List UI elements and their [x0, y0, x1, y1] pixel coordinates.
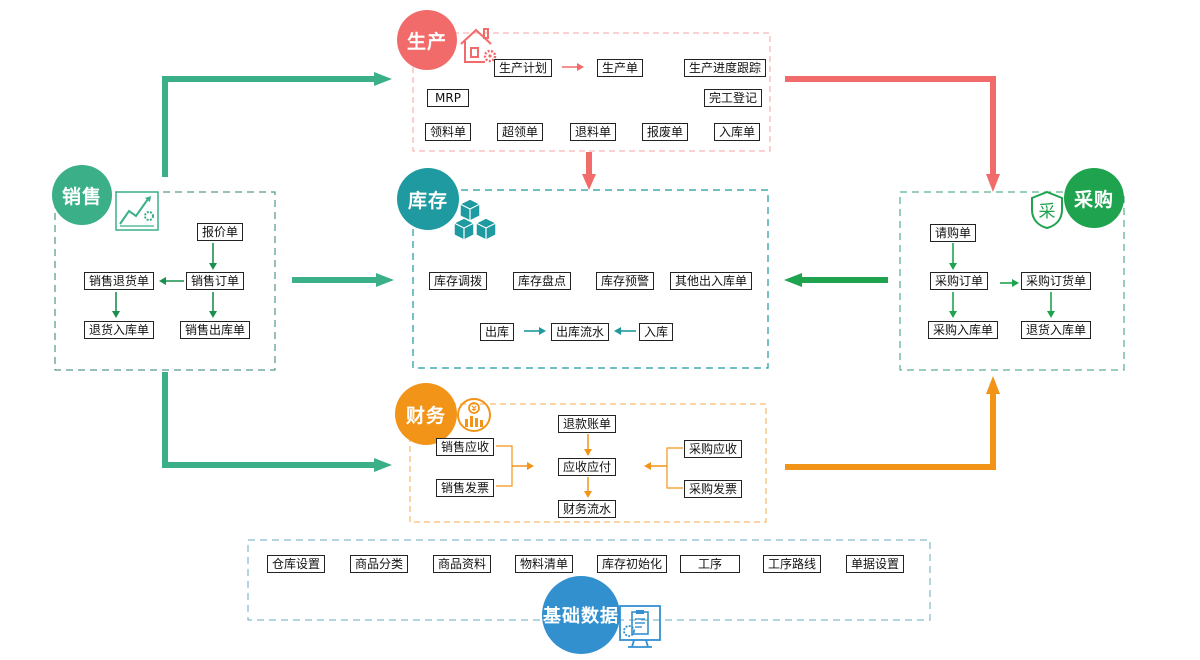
purchase-title-circle: 采购 — [1064, 168, 1124, 228]
sales-return-box[interactable]: 销售退货单 — [84, 272, 155, 290]
purchase-inbound-box[interactable]: 采购入库单 — [928, 321, 999, 339]
product-category-box[interactable]: 商品分类 — [350, 555, 409, 573]
basic-title: 基础数据 — [543, 606, 619, 627]
sales-order-box[interactable]: 销售订单 — [186, 272, 245, 290]
purchase-title: 采购 — [1073, 188, 1114, 211]
material-requisition-box[interactable]: 领料单 — [425, 123, 472, 141]
production-frame — [412, 32, 771, 152]
basic-title-circle: 基础数据 — [542, 576, 620, 654]
sales-frame — [54, 191, 276, 371]
sales-to-production-arrow — [162, 76, 376, 177]
purchase-order-box[interactable]: 采购订单 — [930, 272, 989, 290]
outbound-ledger-box[interactable]: 出库流水 — [551, 323, 610, 341]
inventory-count-box[interactable]: 库存盘点 — [513, 272, 572, 290]
excess-requisition-box[interactable]: 超领单 — [497, 123, 544, 141]
inventory-title: 库存 — [407, 189, 448, 212]
factory-gear-icon — [460, 28, 497, 63]
sales-outbound-box[interactable]: 销售出库单 — [180, 321, 251, 339]
return-inbound-box[interactable]: 退货入库单 — [84, 321, 155, 339]
purchase-booking-box[interactable]: 采购订货单 — [1021, 272, 1092, 290]
sales-to-finance-arrow — [162, 372, 376, 468]
production-plan-box[interactable]: 生产计划 — [494, 59, 553, 77]
cubes-icon — [453, 198, 497, 241]
production-title-circle: 生产 — [397, 10, 457, 70]
inventory-init-box[interactable]: 库存初始化 — [597, 555, 668, 573]
inventory-alert-box[interactable]: 库存预警 — [596, 272, 655, 290]
production-inbound-box[interactable]: 入库单 — [714, 123, 761, 141]
sales-title-circle: 销售 — [52, 165, 112, 225]
sales-title: 销售 — [61, 185, 102, 208]
finance-frame — [409, 403, 767, 523]
other-in-out-box[interactable]: 其他出入库单 — [670, 272, 753, 290]
completion-register-box[interactable]: 完工登记 — [704, 89, 763, 107]
purchase-receivable-box[interactable]: 采购应收 — [684, 440, 743, 458]
purchase-shield-label: 采 — [1038, 202, 1056, 222]
finance-title: 财务 — [405, 404, 446, 427]
inbound-box[interactable]: 入库 — [639, 323, 674, 341]
production-to-purchase-arrow — [785, 76, 996, 176]
outbound-box[interactable]: 出库 — [480, 323, 515, 341]
scrap-order-box[interactable]: 报废单 — [642, 123, 689, 141]
inventory-title-circle: 库存 — [397, 168, 459, 230]
material-return-box[interactable]: 退料单 — [570, 123, 617, 141]
process-route-box[interactable]: 工序路线 — [763, 555, 822, 573]
purchase-invoice-box[interactable]: 采购发票 — [684, 480, 743, 498]
product-info-box[interactable]: 商品资料 — [433, 555, 492, 573]
production-progress-box[interactable]: 生产进度跟踪 — [684, 59, 767, 77]
purchase-frame — [899, 191, 1125, 371]
clipboard-monitor-icon — [619, 605, 661, 648]
receivable-payable-box[interactable]: 应收应付 — [558, 458, 617, 476]
finance-title-circle: 财务 — [395, 383, 457, 445]
sales-invoice-box[interactable]: 销售发票 — [436, 479, 495, 497]
purchase-requisition-box[interactable]: 请购单 — [930, 224, 977, 242]
bom-box[interactable]: 物料清单 — [515, 555, 574, 573]
document-settings-box[interactable]: 单据设置 — [846, 555, 905, 573]
inventory-transfer-box[interactable]: 库存调拨 — [429, 272, 488, 290]
purchase-shield-icon: 采 — [1029, 190, 1065, 230]
quotation-box[interactable]: 报价单 — [197, 223, 244, 241]
process-box[interactable]: 工序 — [680, 555, 740, 573]
mrp-box[interactable]: MRP — [427, 89, 469, 107]
trend-chart-icon — [115, 191, 159, 231]
money-chart-icon — [457, 398, 491, 432]
warehouse-settings-box[interactable]: 仓库设置 — [267, 555, 326, 573]
sales-receivable-box[interactable]: 销售应收 — [436, 438, 495, 456]
production-title: 生产 — [406, 30, 447, 53]
basic-frame — [247, 539, 931, 621]
production-order-box[interactable]: 生产单 — [597, 59, 644, 77]
finance-ledger-box[interactable]: 财务流水 — [558, 500, 617, 518]
refund-bill-box[interactable]: 退款账单 — [558, 415, 617, 433]
purchase-return-inbound-box[interactable]: 退货入库单 — [1021, 321, 1092, 339]
finance-to-purchase-arrow — [785, 392, 996, 470]
inventory-frame — [412, 189, 769, 369]
